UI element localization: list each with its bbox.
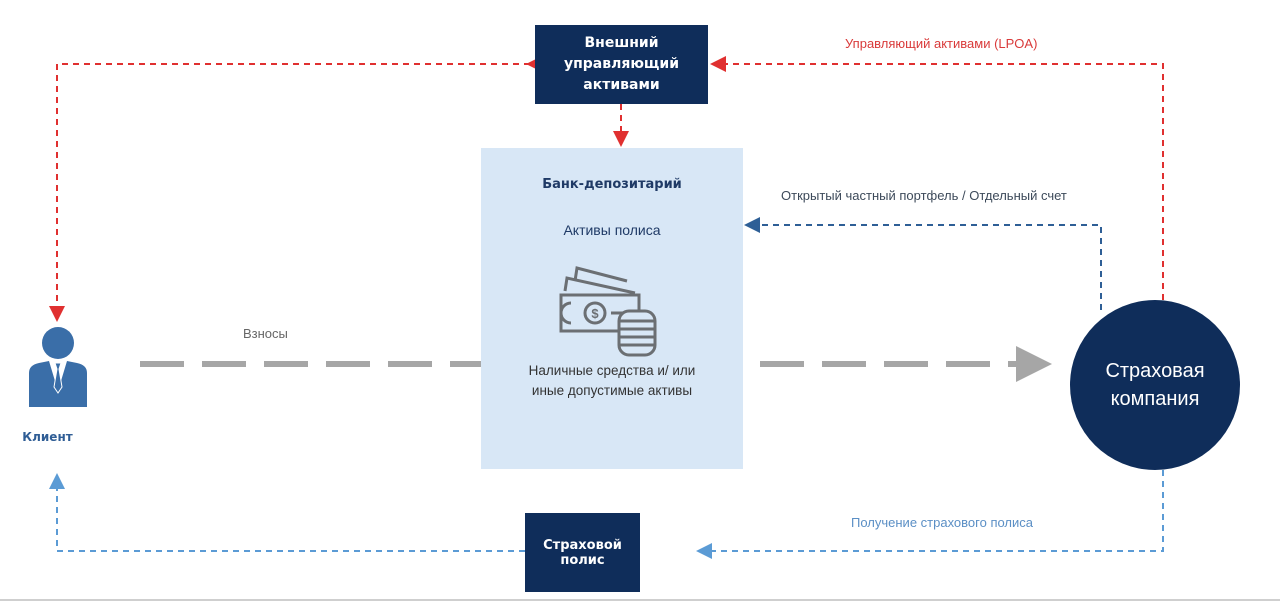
money-coins-icon: $: [559, 266, 657, 357]
external-manager-box: Внешний управляющий активами: [535, 25, 708, 104]
lpoa-label: Управляющий активами (LPOA): [845, 36, 1038, 51]
red-arrow-lpoa: [710, 56, 1164, 300]
assets-description: Наличные средства и/ или иные допустимые…: [528, 363, 696, 398]
premiums-label: Взносы: [243, 326, 288, 341]
policy-assets-label: Активы полиса: [563, 222, 661, 238]
svg-text:$: $: [591, 306, 599, 321]
blue-arrow-portfolio: [744, 217, 1102, 310]
red-arrow-client-manager: [49, 56, 542, 322]
blue-arrow-receipt: [696, 470, 1164, 559]
bottom-divider: [0, 599, 1280, 601]
bank-depository-panel: Банк-депозитарий Активы полиса $ Наличны…: [481, 148, 743, 469]
client-label: Клиент: [22, 430, 73, 444]
person-icon: [29, 327, 87, 407]
insurance-policy-box: Страховой полис: [525, 513, 640, 592]
insurance-company-node: Страховая компания: [1070, 300, 1240, 470]
policy-receipt-label: Получение страхового полиса: [851, 515, 1034, 530]
insurer-label: Страховая компания: [1105, 360, 1205, 410]
portfolio-label: Открытый частный портфель / Отдельный сч…: [781, 188, 1067, 203]
blue-arrow-policy-client: [49, 473, 525, 552]
bank-title: Банк-депозитарий: [542, 177, 682, 192]
